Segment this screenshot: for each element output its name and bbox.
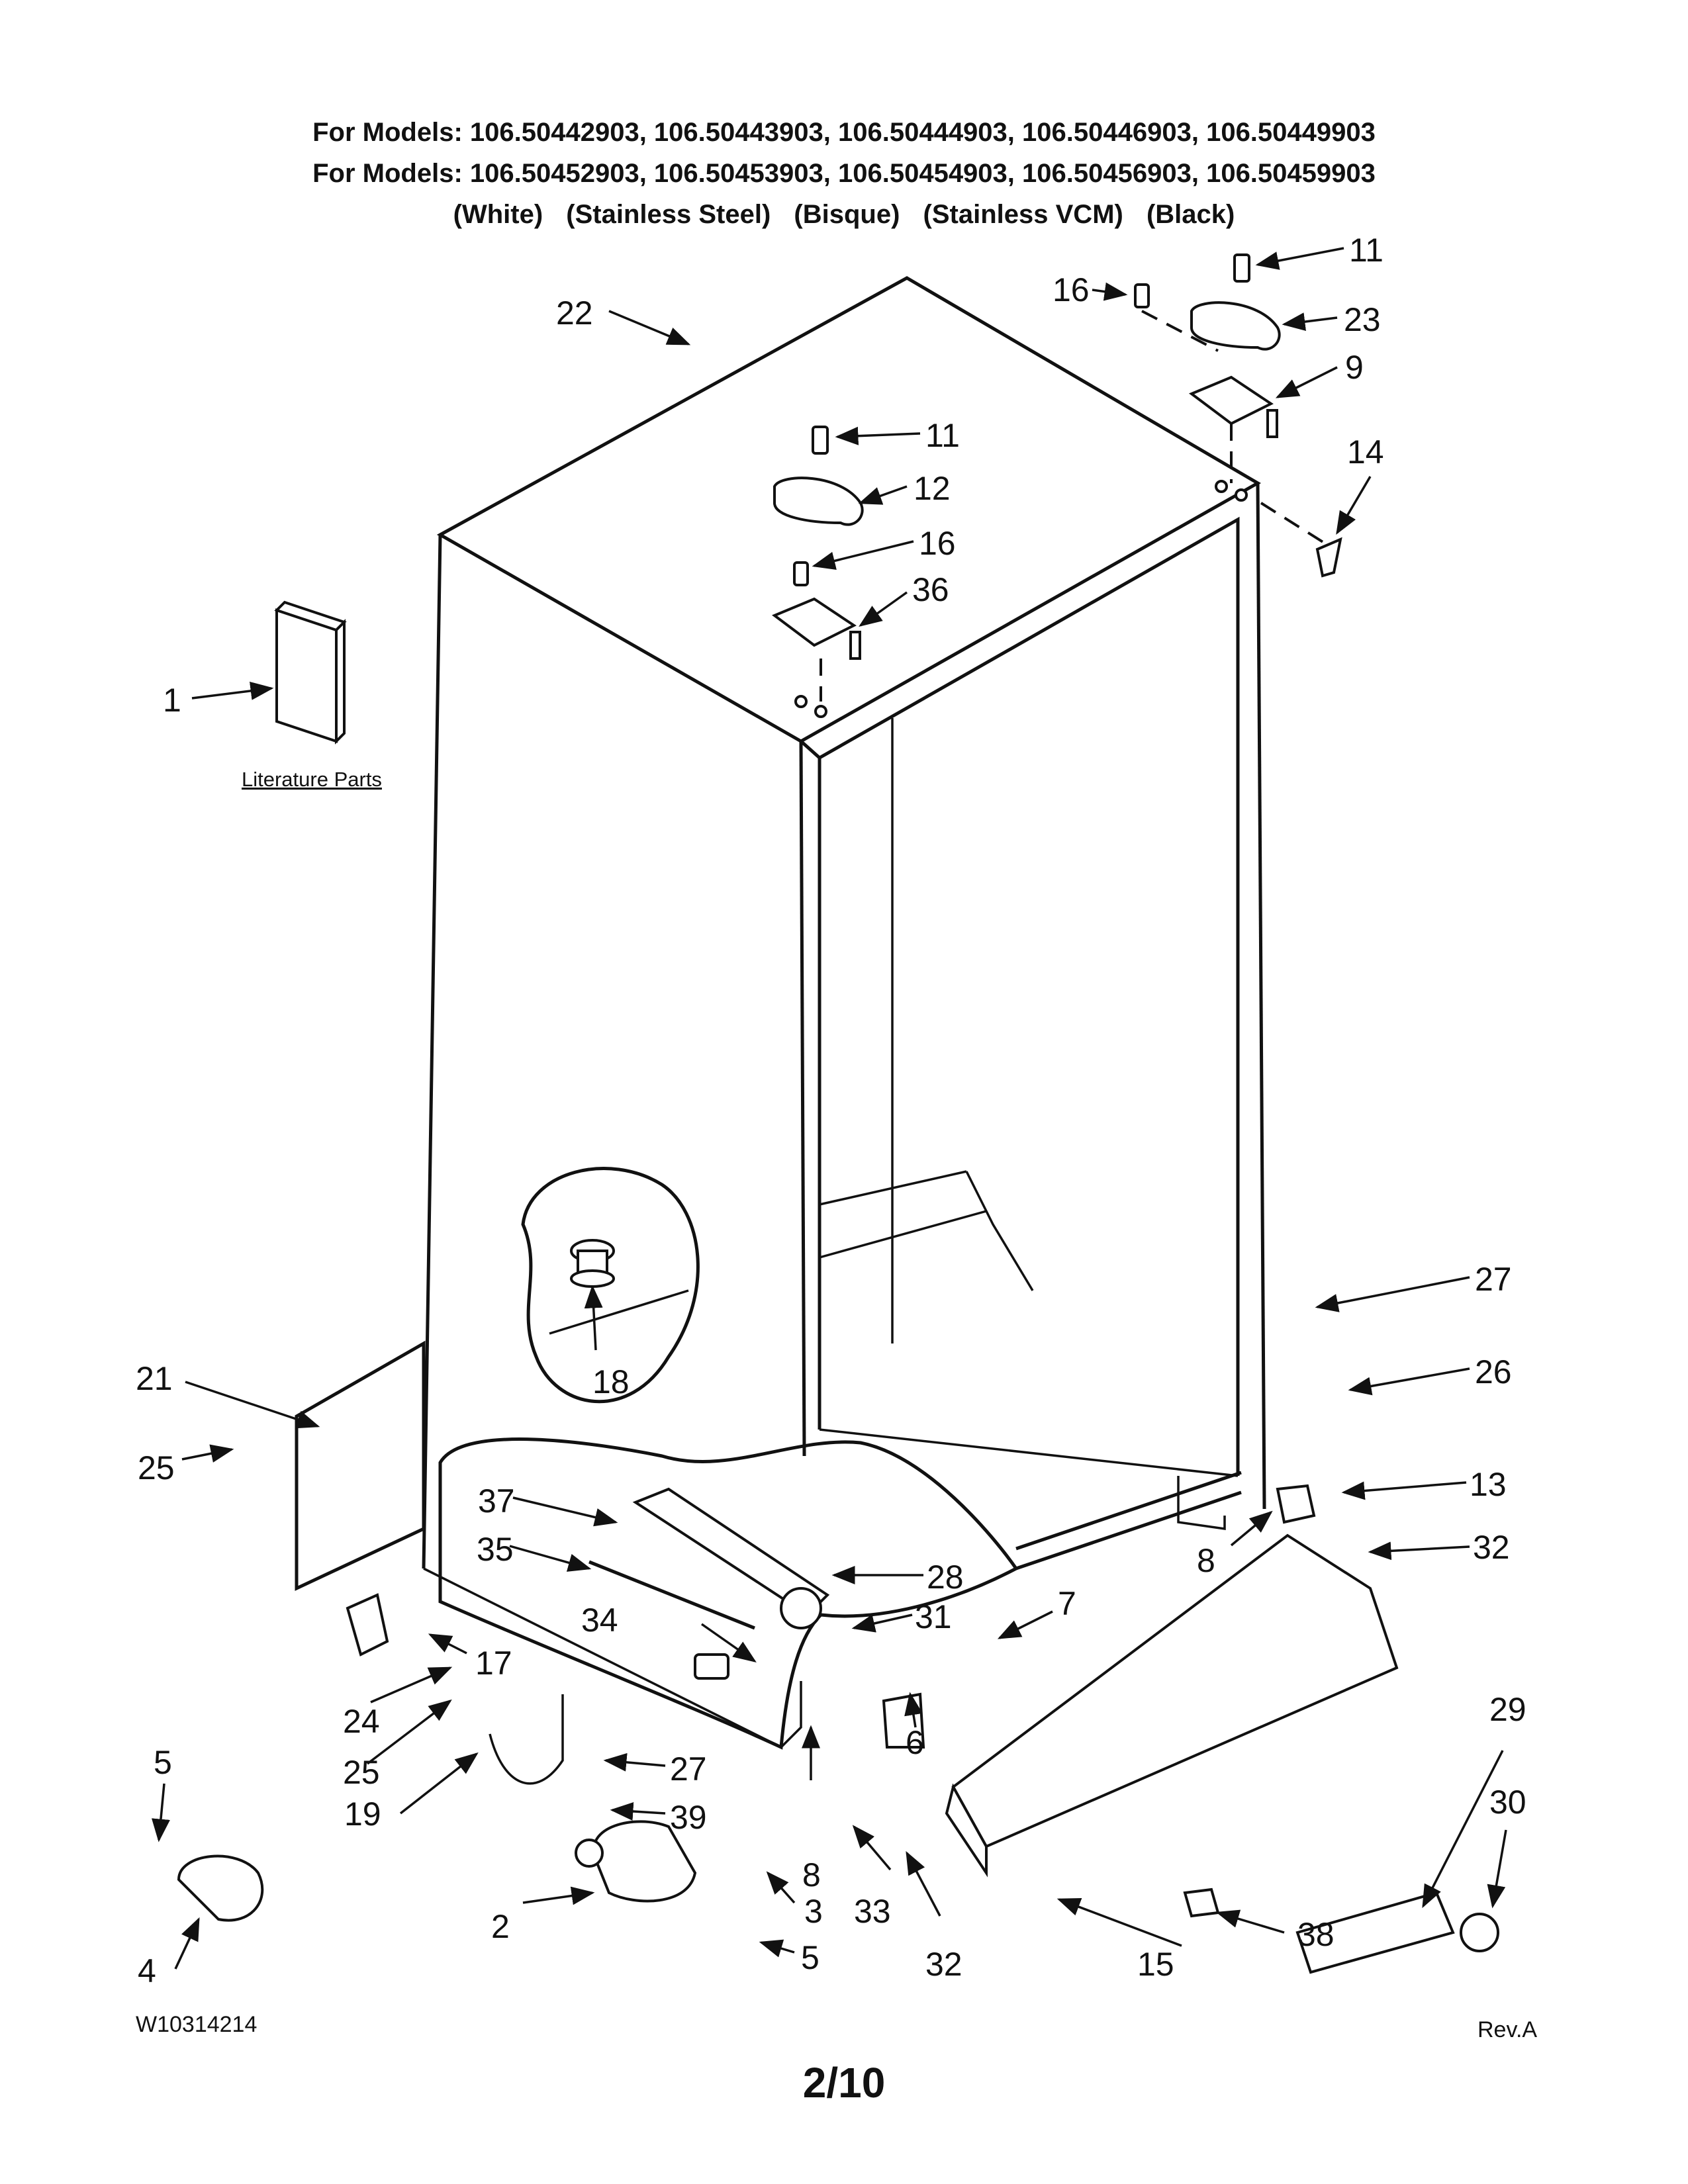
callout-19: 19 (344, 1796, 381, 1833)
callout-13: 13 (1470, 1466, 1507, 1503)
callout-6: 6 (906, 1724, 924, 1761)
callout-32-right: 32 (1473, 1529, 1510, 1566)
callout-5-left: 5 (154, 1744, 172, 1781)
callout-11-left: 11 (925, 417, 960, 454)
cabinet (422, 276, 1266, 1750)
callout-28: 28 (927, 1559, 964, 1596)
models-line-2: For Models: 106.50452903, 106.50453903, … (312, 159, 1376, 188)
revision-label: Rev.A (1477, 2017, 1538, 2042)
callout-12: 12 (914, 470, 951, 507)
callout-37: 37 (478, 1482, 515, 1520)
callout-numbers: 1 2 3 4 5 5 6 7 8 8 9 11 11 12 13 14 15 … (136, 232, 1526, 1989)
literature-parts-booklet (274, 600, 347, 745)
callout-3: 3 (804, 1893, 823, 1930)
callout-27-right: 27 (1475, 1261, 1512, 1298)
callout-29: 29 (1489, 1691, 1526, 1728)
document-number: W10314214 (136, 2012, 258, 2037)
callout-30: 30 (1489, 1784, 1526, 1821)
color-variants: (White) (Stainless Steel) (Bisque) (Stai… (0, 200, 1688, 230)
callout-16-left: 16 (919, 525, 956, 562)
callout-27-bottom: 27 (670, 1751, 707, 1788)
color-bisque: (Bisque) (794, 200, 900, 229)
callout-33: 33 (854, 1893, 891, 1930)
callout-34: 34 (581, 1602, 618, 1639)
callout-31: 31 (915, 1598, 952, 1635)
color-stainless-steel: (Stainless Steel) (566, 200, 771, 229)
callout-8-right: 8 (1197, 1542, 1215, 1579)
top-hinge-left (772, 426, 864, 718)
callout-5-bottom: 5 (801, 1939, 820, 1976)
callout-8-bottom: 8 (802, 1856, 821, 1893)
color-stainless-vcm: (Stainless VCM) (923, 200, 1123, 229)
page-number: 2/10 (802, 2059, 886, 2107)
callout-15: 15 (1137, 1946, 1174, 1983)
callout-11-right: 11 (1349, 232, 1383, 269)
literature-parts-label: Literature Parts (242, 768, 382, 791)
callout-18: 18 (592, 1363, 630, 1400)
lower-components (177, 1484, 1499, 1974)
callout-16-right: 16 (1053, 271, 1090, 308)
top-hinge-right (1134, 253, 1342, 578)
callout-2: 2 (491, 1908, 510, 1945)
callout-32-bottom: 32 (925, 1946, 962, 1983)
callout-14: 14 (1347, 433, 1384, 471)
color-black: (Black) (1146, 200, 1235, 229)
drain-inset (521, 1167, 700, 1403)
callout-4: 4 (138, 1952, 156, 1989)
callout-35: 35 (477, 1531, 514, 1568)
rear-grille (295, 1340, 426, 1591)
callout-36: 36 (912, 571, 949, 608)
callout-25-bottom: 25 (343, 1754, 380, 1791)
callout-25-left: 25 (138, 1449, 175, 1486)
color-white: (White) (453, 200, 543, 229)
callout-26: 26 (1475, 1353, 1512, 1390)
callout-17: 17 (475, 1645, 512, 1682)
callout-39: 39 (670, 1799, 707, 1836)
leader-lines (152, 247, 1507, 1970)
callout-9: 9 (1345, 349, 1364, 386)
callout-22: 22 (556, 295, 593, 332)
callout-21: 21 (136, 1360, 173, 1397)
callout-7: 7 (1058, 1585, 1076, 1622)
callout-23: 23 (1344, 301, 1381, 338)
callout-38: 38 (1297, 1916, 1335, 1953)
callout-24: 24 (343, 1703, 380, 1740)
models-line-1: For Models: 106.50442903, 106.50443903, … (312, 118, 1376, 147)
callout-1: 1 (163, 682, 181, 719)
